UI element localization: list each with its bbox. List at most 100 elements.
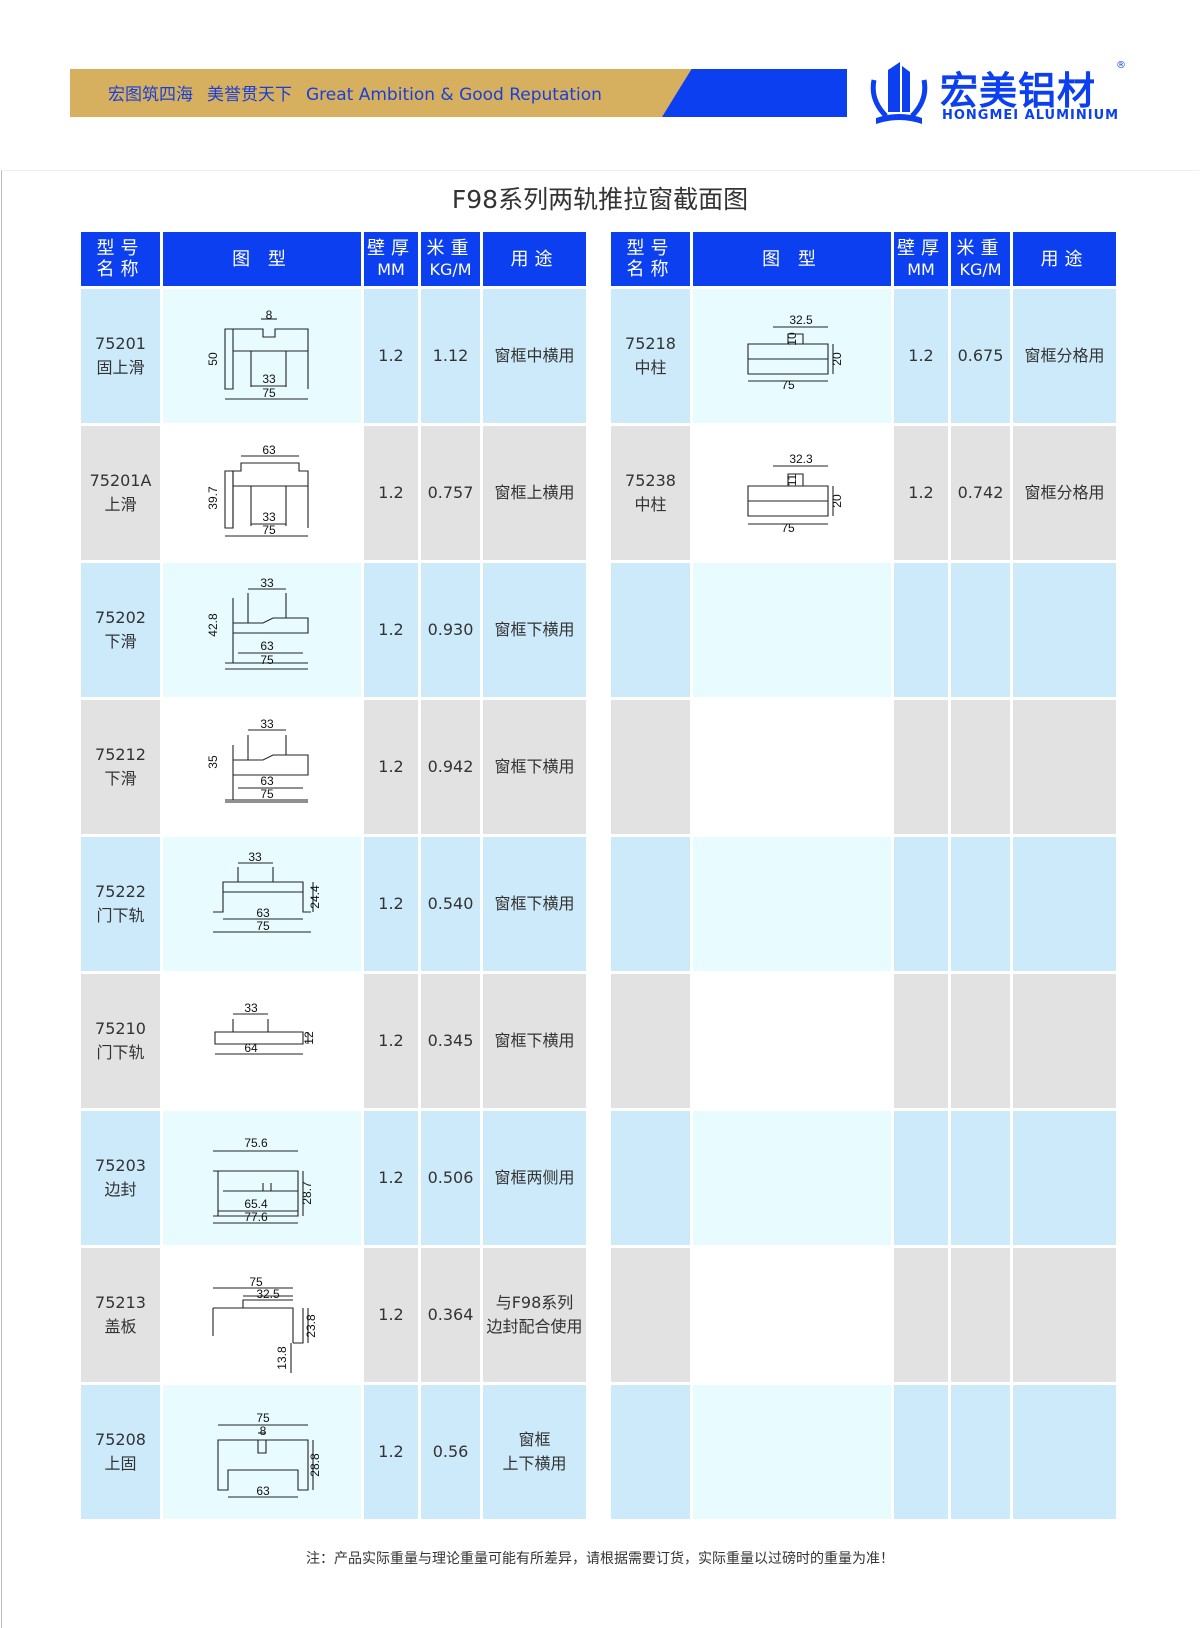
thickness-cell: 1.2	[364, 974, 418, 1108]
dimension-label: 33	[260, 576, 274, 590]
dimension-label: 33	[244, 1001, 258, 1015]
header-thickness-label: MM	[907, 260, 935, 279]
slogan-en: Great Ambition & Good Reputation	[306, 85, 602, 105]
model-cell	[611, 1248, 690, 1382]
slogan-cn-1: 宏图筑四海	[108, 85, 193, 105]
profile-line	[232, 1019, 269, 1032]
model-cell	[611, 700, 690, 834]
model-name: 边封	[104, 1180, 137, 1199]
weight-cell: 0.942	[421, 700, 480, 834]
dimension-label: 63	[256, 1484, 270, 1498]
usage-cell: 窗框中横用	[483, 289, 586, 423]
model-cell: 75202 下滑	[81, 563, 160, 697]
model-code: 75218	[625, 334, 676, 353]
usage-text: 窗框下横用	[494, 894, 575, 913]
profile-line	[213, 881, 311, 913]
model-cell: 75210 门下轨	[81, 974, 160, 1108]
weight-per-meter: 0.540	[427, 894, 474, 913]
dimension-label: 20	[830, 352, 844, 366]
wall-thickness: 1.2	[378, 894, 404, 913]
weight-per-meter: 0.757	[427, 483, 474, 502]
profile-line	[217, 1439, 309, 1491]
footer-note: 注：产品实际重量与理论重量可能有所差异，请根据需要订货，实际重量以过磅时的重量为…	[306, 1551, 894, 1567]
thickness-cell	[894, 1385, 948, 1519]
dimension-label: 32.3	[789, 452, 813, 466]
weight-per-meter: 0.742	[957, 483, 1004, 502]
usage-cell: 与F98系列边封配合使用	[483, 1248, 586, 1382]
model-cell	[611, 974, 690, 1108]
weight-cell	[951, 700, 1010, 834]
profile-line	[232, 462, 309, 528]
usage-text: 窗框中横用	[494, 346, 575, 365]
wall-thickness: 1.2	[378, 757, 404, 776]
profile-line	[233, 617, 309, 634]
dimension-label: 33	[262, 510, 276, 524]
header-usage-label: 用途	[1040, 248, 1089, 270]
table-row	[611, 1385, 1116, 1519]
weight-cell: 0.364	[421, 1248, 480, 1382]
weight-per-meter: 0.345	[427, 1031, 474, 1050]
usage-cell: 窗框下横用	[483, 700, 586, 834]
usage-cell	[1013, 974, 1116, 1108]
header-usage: 用途	[483, 232, 586, 286]
usage-cell: 窗框下横用	[483, 563, 586, 697]
model-name: 上滑	[104, 495, 137, 514]
dimension-label: 75	[262, 523, 276, 537]
usage-cell	[1013, 700, 1116, 834]
dimension-label: 75	[249, 1275, 263, 1289]
wall-thickness: 1.2	[378, 346, 404, 365]
usage-cell: 窗框两侧用	[483, 1111, 586, 1245]
wall-thickness: 1.2	[378, 620, 404, 639]
dimension-label: 35	[206, 755, 220, 769]
thickness-cell: 1.2	[364, 1385, 418, 1519]
header-model-label: 型号	[626, 238, 675, 259]
model-code: 75212	[95, 745, 146, 764]
model-cell	[611, 1111, 690, 1245]
dimension-label: 8	[266, 308, 273, 322]
profile-line	[224, 328, 234, 390]
model-code: 75202	[95, 608, 146, 627]
header-usage: 用途	[1013, 232, 1116, 286]
model-code: 75201A	[89, 471, 152, 490]
dimension-label: 23.8	[304, 1314, 318, 1338]
profile-line	[237, 867, 274, 882]
profile-line	[233, 754, 309, 776]
weight-cell	[951, 1385, 1010, 1519]
usage-text: 窗框两侧用	[494, 1168, 575, 1187]
model-name: 上固	[104, 1454, 137, 1473]
profile-line	[787, 473, 804, 486]
model-name: 下滑	[104, 632, 137, 651]
drawing-cell	[693, 700, 891, 834]
thickness-cell	[894, 700, 948, 834]
banner-blue-bar	[662, 69, 847, 117]
dimension-label: 75.6	[244, 1136, 268, 1150]
profile-line	[787, 333, 804, 344]
dimension-label: 28.7	[300, 1181, 314, 1205]
model-name: 门下轨	[96, 1043, 145, 1062]
profile-line	[213, 1170, 299, 1217]
weight-cell: 1.12	[421, 289, 480, 423]
drawing-cell	[693, 1248, 891, 1382]
usage-cell	[1013, 837, 1116, 971]
thickness-cell	[894, 1111, 948, 1245]
model-code: 75213	[95, 1293, 146, 1312]
model-code: 75210	[95, 1019, 146, 1038]
model-code: 75238	[625, 471, 676, 490]
usage-cell: 窗框下横用	[483, 974, 586, 1108]
